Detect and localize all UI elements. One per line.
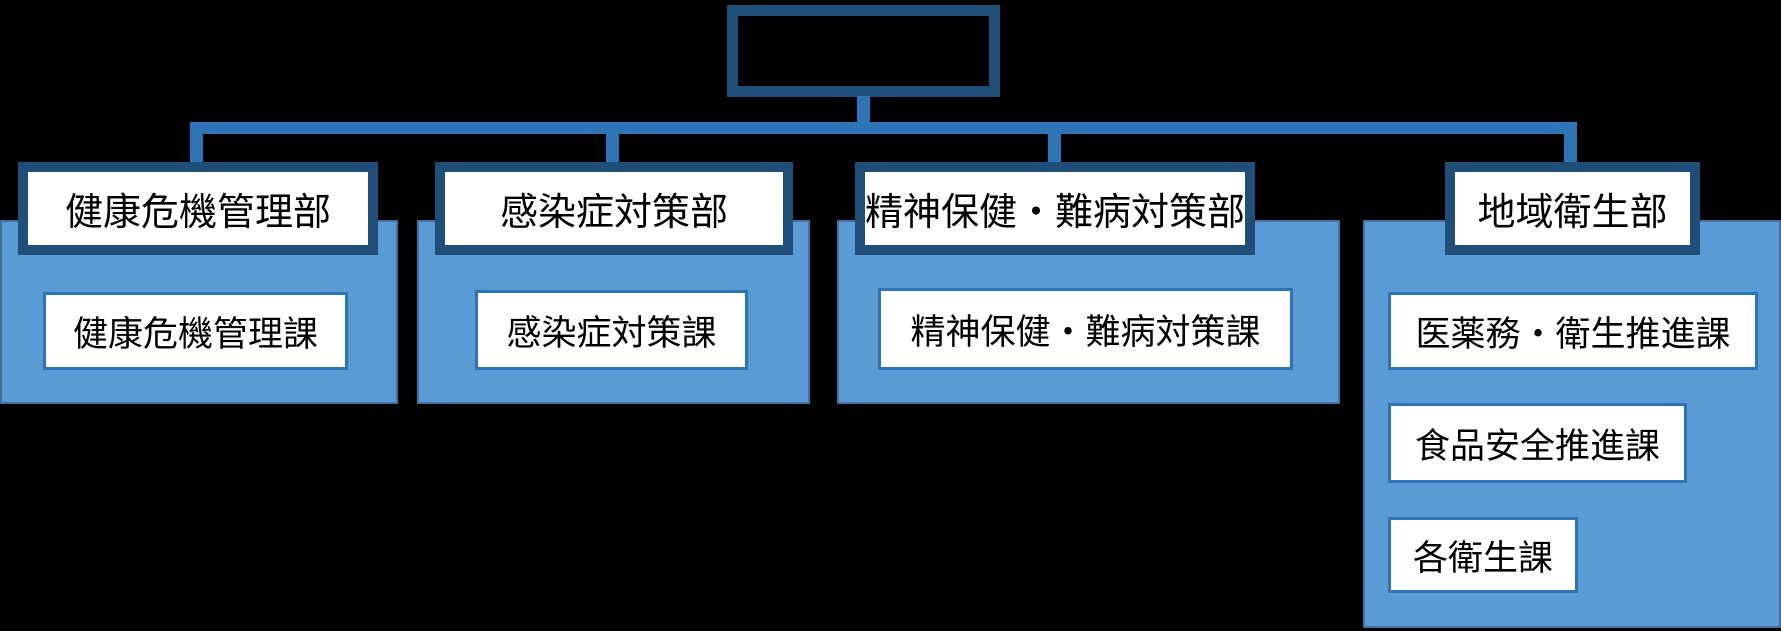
division-label: 精神保健・難病対策課	[910, 312, 1261, 352]
division-label: 各衛生課	[1412, 538, 1553, 578]
department-label: 地域衛生部	[1477, 192, 1668, 234]
connector-stub-dept-1	[190, 134, 203, 163]
division-box: 健康危機管理課	[43, 292, 348, 370]
root-box	[727, 5, 1000, 97]
department-label: 感染症対策部	[499, 192, 728, 234]
connector-stub-dept-4	[1564, 134, 1577, 163]
division-label: 感染症対策課	[506, 313, 717, 353]
department-label: 健康危機管理部	[64, 192, 331, 234]
department-box: 健康危機管理部	[18, 162, 378, 255]
connector-horizontal-bar	[190, 122, 1577, 134]
connector-stub-dept-3	[1048, 134, 1061, 163]
department-box: 感染症対策部	[435, 162, 793, 255]
department-box: 地域衛生部	[1445, 162, 1700, 255]
division-box: 医薬務・衛生推進課	[1388, 292, 1758, 370]
division-box: 感染症対策課	[475, 290, 748, 370]
division-box: 各衛生課	[1388, 517, 1578, 593]
connector-stub-dept-2	[606, 134, 619, 163]
division-label: 食品安全推進課	[1414, 426, 1660, 466]
connector-root-stub	[857, 96, 870, 123]
division-label: 医薬務・衛生推進課	[1415, 314, 1731, 354]
division-box: 食品安全推進課	[1388, 403, 1687, 483]
division-box: 精神保健・難病対策課	[878, 288, 1293, 370]
department-label: 精神保健・難病対策部	[865, 192, 1246, 234]
division-label: 健康危機管理課	[72, 314, 318, 354]
department-box: 精神保健・難病対策部	[855, 162, 1255, 255]
